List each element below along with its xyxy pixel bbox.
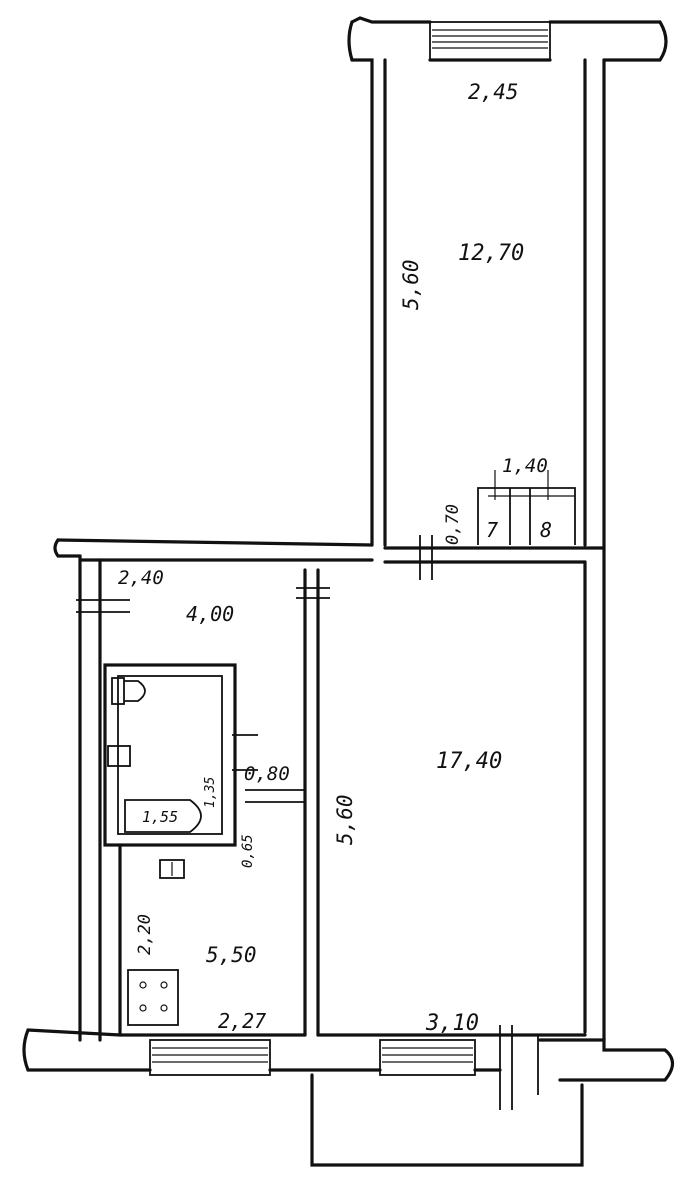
bathroom [103, 663, 258, 1037]
partition-horizontal [53, 535, 606, 580]
closet-right-label: 8 [540, 518, 552, 542]
closet-depth-label: 0,70 [443, 504, 463, 545]
room-top [347, 16, 668, 1042]
bottom-wall [22, 1028, 675, 1082]
window-icon [379, 1039, 476, 1076]
hall-area-label: 4,00 [186, 602, 234, 626]
kitchen-area-label: 5,50 [206, 943, 257, 967]
room-top-area-label: 12,70 [458, 241, 524, 266]
closets [477, 470, 576, 545]
room-top-length-label: 5,60 [399, 259, 423, 310]
toilet-icon [111, 677, 146, 705]
window-icon [149, 1039, 271, 1076]
bath-small-label: 0,65 [240, 834, 256, 868]
room-main-length-label: 5,60 [333, 794, 357, 845]
room-main-area-label: 17,40 [436, 749, 502, 774]
bathtub-icon [124, 799, 202, 833]
sink-icon [107, 745, 131, 767]
balcony [310, 1073, 584, 1167]
room-main-width-label: 3,10 [425, 1011, 479, 1036]
door-width-label: 0,80 [244, 763, 290, 785]
room-top-width-label: 2,45 [468, 80, 519, 104]
hall-width-label: 2,40 [118, 567, 164, 589]
partition-vertical [245, 568, 330, 1037]
window-icon [429, 21, 551, 61]
stove-icon [127, 969, 179, 1026]
kitchen-width-label: 2,27 [218, 1009, 266, 1033]
bath-tub-label: 1,55 [142, 808, 178, 826]
room-left-walls [76, 554, 130, 1042]
door-icon [499, 1025, 539, 1110]
closet-left-label: 7 [486, 518, 498, 542]
bath-height-label: 1,35 [203, 777, 218, 808]
radiator-icon [159, 859, 185, 879]
kitchen-depth-label: 2,20 [135, 914, 155, 955]
closet-width-label: 1,40 [502, 455, 548, 477]
